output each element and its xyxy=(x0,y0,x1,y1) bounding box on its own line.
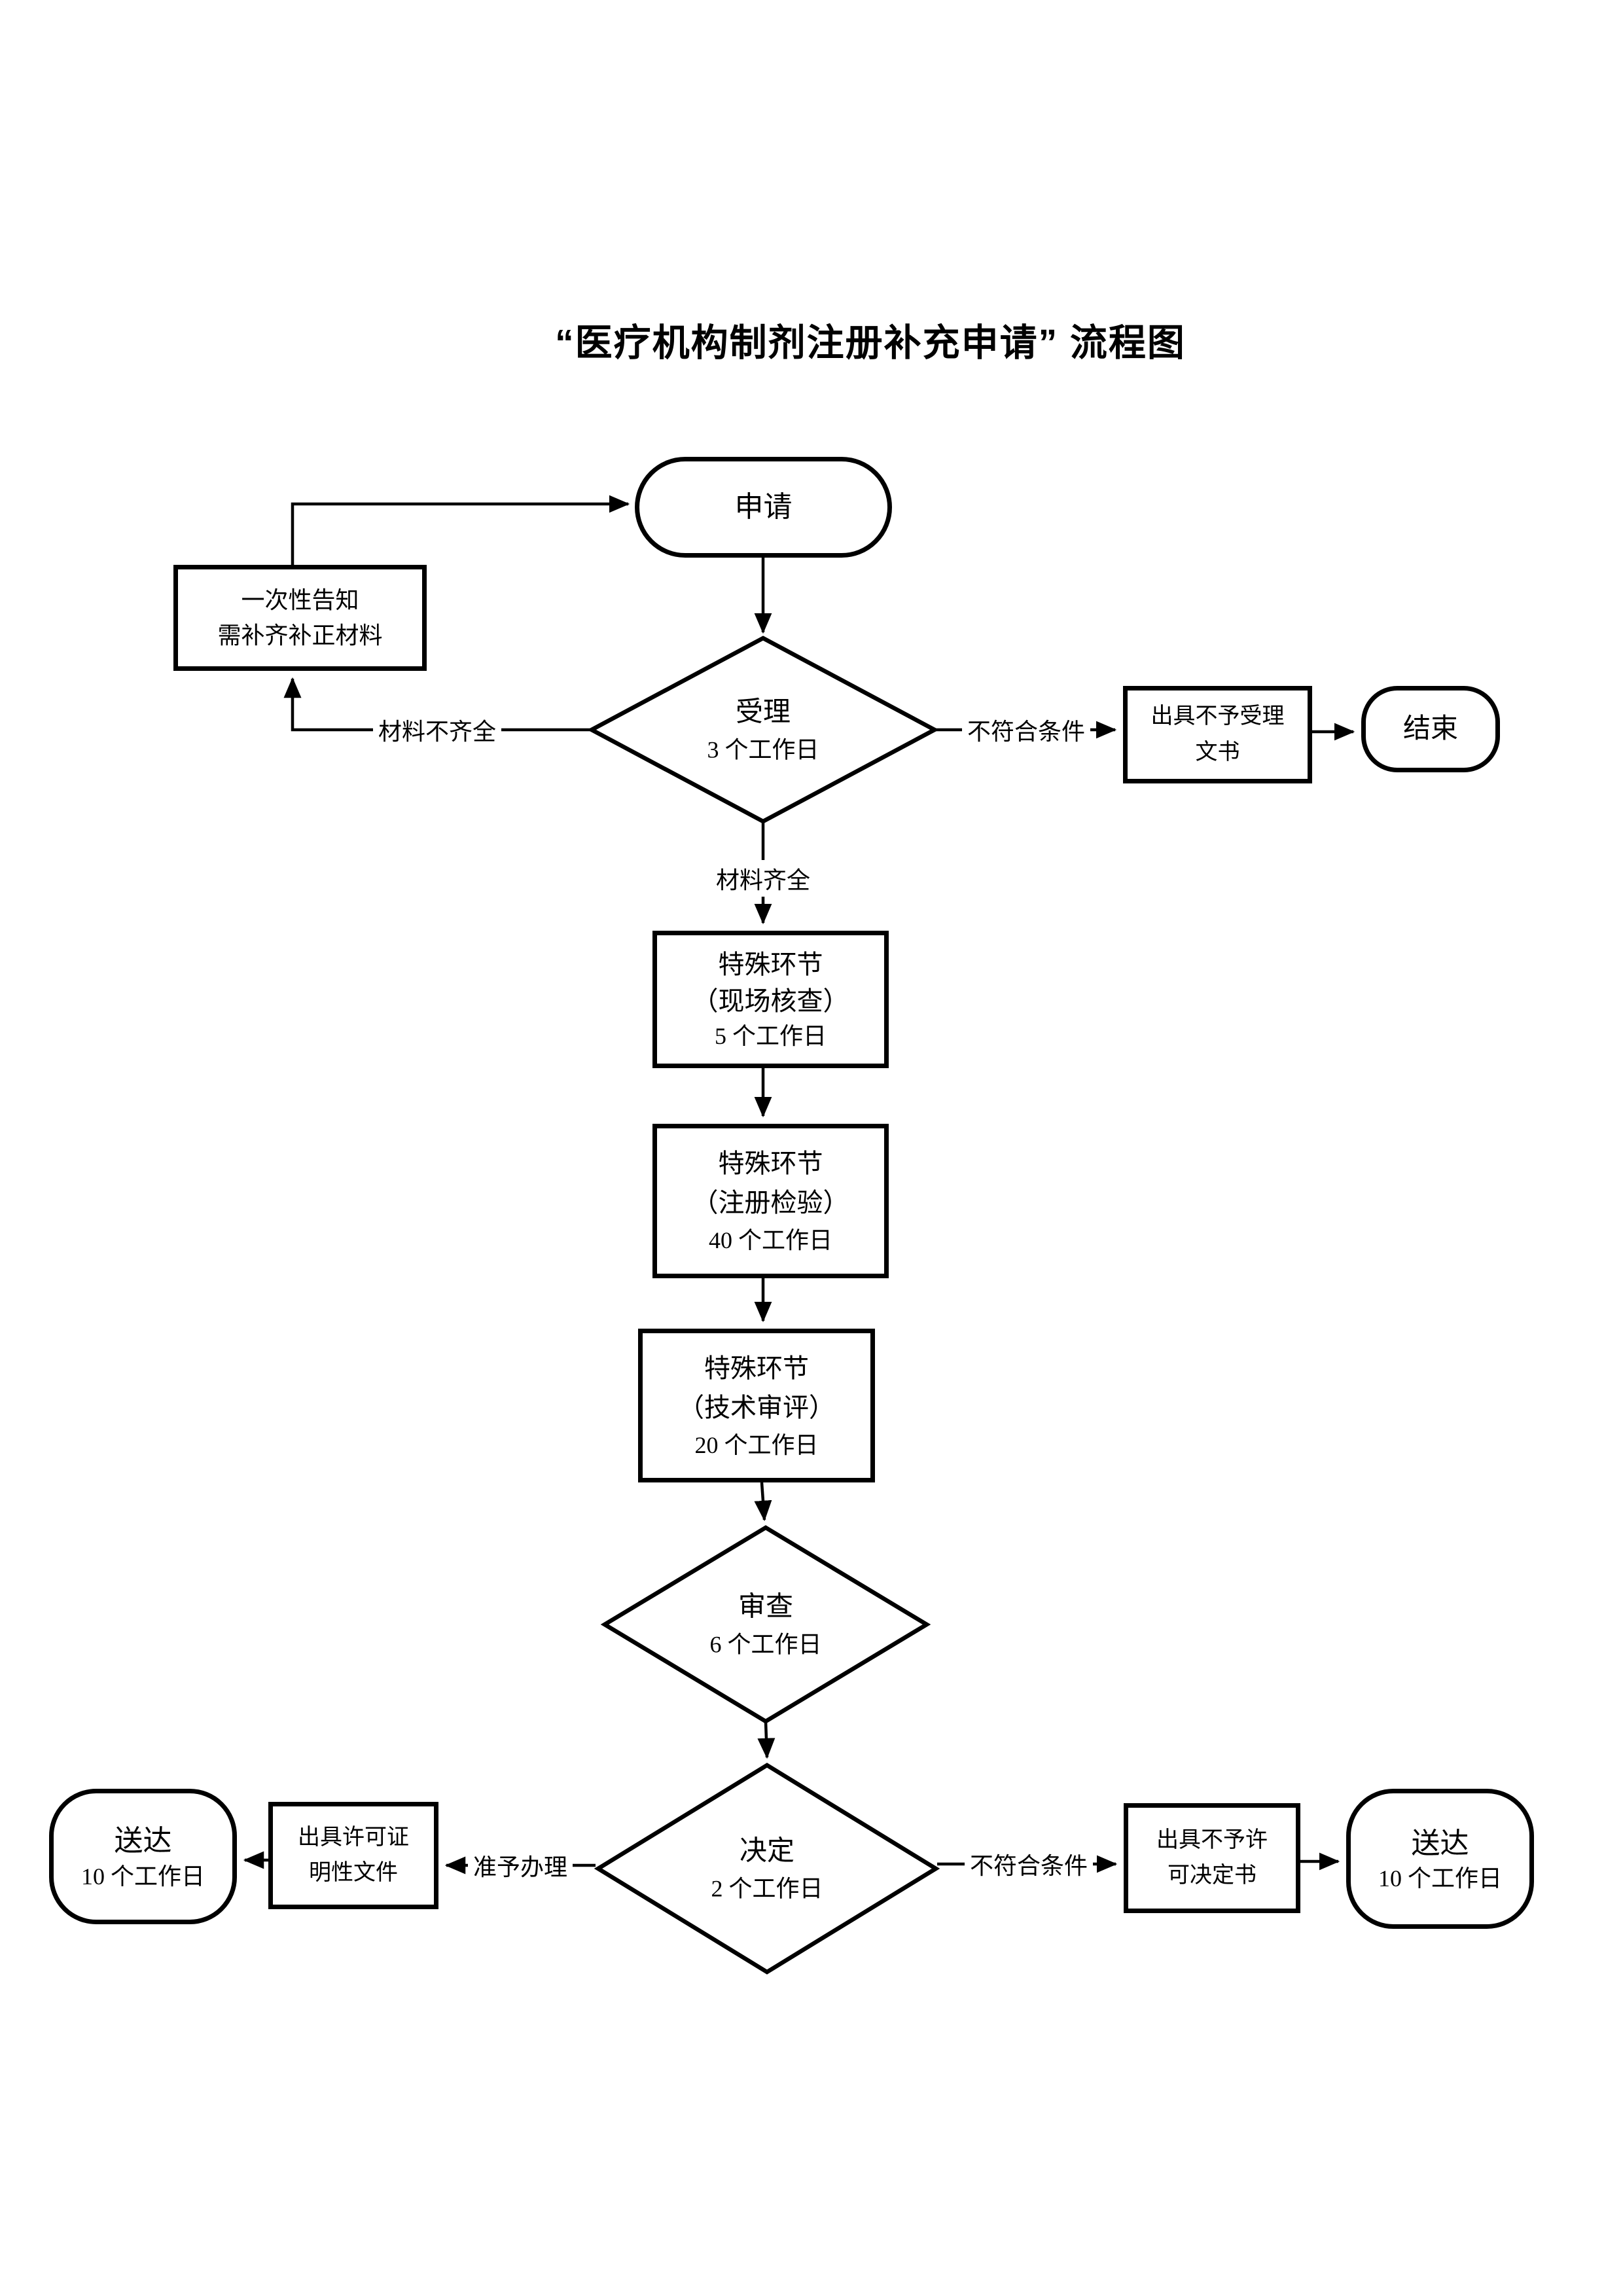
decision-diamond xyxy=(594,1763,940,1975)
deny-doc-line1: 出具不予许 xyxy=(1156,1827,1268,1852)
reject-accept-doc-line2: 文书 xyxy=(1195,740,1240,764)
review-diamond xyxy=(600,1525,931,1724)
edge-label-not-qualified-top: 不符合条件 xyxy=(961,711,1091,748)
deliver-left-label: 送达 xyxy=(114,1825,172,1857)
end-node: 结束 xyxy=(1361,686,1500,772)
accept-diamond xyxy=(587,636,939,824)
decision-label: 决定 xyxy=(739,1836,795,1867)
special-register-line1: 特殊环节 xyxy=(718,1149,823,1178)
edge-label-materials-incomplete: 材料不齐全 xyxy=(372,711,502,748)
reject-accept-doc-line1: 出具不予受理 xyxy=(1150,704,1285,729)
apply-start-node: 申请 xyxy=(635,457,892,558)
permit-doc-line2: 明性文件 xyxy=(309,1861,398,1885)
decision-duration: 2 个工作日 xyxy=(711,1875,823,1902)
deny-doc-line2: 可决定书 xyxy=(1168,1863,1257,1888)
special-register-duration: 40 个工作日 xyxy=(708,1227,832,1253)
end-label: 结束 xyxy=(1402,713,1458,744)
accept-duration: 3 个工作日 xyxy=(707,736,819,763)
notice-box: 一次性告知 需补齐补正材料 xyxy=(173,565,427,671)
review-duration: 6 个工作日 xyxy=(709,1631,822,1658)
deliver-right-label: 送达 xyxy=(1411,1827,1469,1859)
deliver-left-duration: 10 个工作日 xyxy=(80,1863,205,1890)
deny-doc-box: 出具不予许 可决定书 xyxy=(1124,1803,1300,1913)
edge-notice-to-apply xyxy=(291,495,630,565)
special-site-line2: （现场核查） xyxy=(692,986,849,1016)
special-register-line2: （注册检验） xyxy=(692,1188,849,1217)
permit-doc-box: 出具许可证 明性文件 xyxy=(268,1802,438,1909)
review-label: 审查 xyxy=(738,1592,794,1623)
page-title: “医疗机构制剂注册补充申请” 流程图 xyxy=(555,322,1186,364)
edge-special-review-to-review xyxy=(754,1482,772,1522)
special-review-line1: 特殊环节 xyxy=(704,1353,809,1383)
special-review-line2: （技术审评） xyxy=(678,1392,835,1422)
accept-label: 受理 xyxy=(735,697,791,728)
edge-label-materials-complete: 材料齐全 xyxy=(710,860,816,897)
deliver-left-node: 送达 10 个工作日 xyxy=(49,1789,237,1924)
edge-label-approved: 准予办理 xyxy=(467,1847,573,1884)
accept-diamond-label: 受理 3 个工作日 xyxy=(707,692,819,766)
reject-accept-doc-box: 出具不予受理 文书 xyxy=(1123,686,1312,783)
notice-line1: 一次性告知 xyxy=(241,587,359,613)
special-register-test-box: 特殊环节 （注册检验） 40 个工作日 xyxy=(652,1124,889,1278)
deliver-right-node: 送达 10 个工作日 xyxy=(1346,1789,1534,1929)
notice-line2: 需补齐补正材料 xyxy=(217,622,383,649)
special-tech-review-box: 特殊环节 （技术审评） 20 个工作日 xyxy=(638,1329,875,1482)
edge-label-not-qualified-bottom: 不符合条件 xyxy=(964,1846,1094,1882)
special-site-line1: 特殊环节 xyxy=(718,949,823,979)
special-site-check-box: 特殊环节 （现场核查） 5 个工作日 xyxy=(652,931,889,1068)
special-site-duration: 5 个工作日 xyxy=(714,1022,827,1049)
apply-label: 申请 xyxy=(734,491,793,524)
review-diamond-label: 审查 6 个工作日 xyxy=(709,1587,821,1661)
permit-doc-line1: 出具许可证 xyxy=(298,1825,409,1850)
decision-diamond-label: 决定 2 个工作日 xyxy=(711,1831,823,1905)
edge-review-to-decision xyxy=(757,1721,776,1759)
deliver-right-duration: 10 个工作日 xyxy=(1378,1865,1502,1892)
special-review-duration: 20 个工作日 xyxy=(694,1431,819,1458)
